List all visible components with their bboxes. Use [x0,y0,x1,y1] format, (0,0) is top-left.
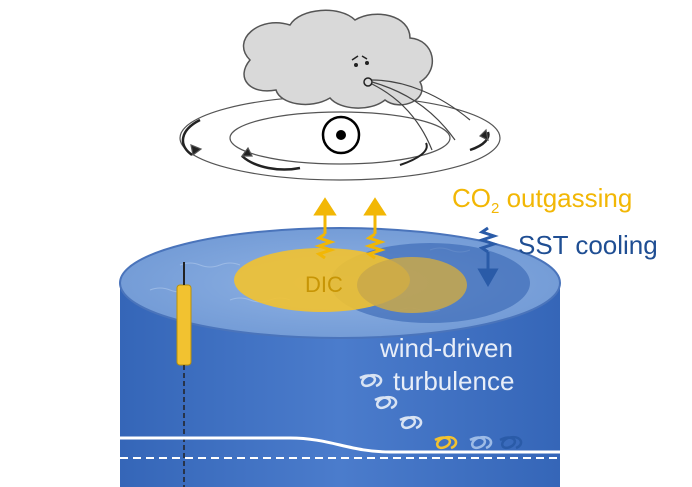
mixed-layer-line [120,436,560,454]
wind-driven-label: wind-driven [380,333,513,363]
downward-arrow-icon [477,226,499,288]
upward-arrow-icon [313,197,387,260]
turbulence-label: turbulence [393,366,515,396]
dic-label: DIC [305,272,343,297]
cloud-face-icon [242,9,471,151]
turbulence-swirl-icon [359,373,523,450]
dic-overlap-patch [357,257,467,313]
cyclone-center-icon [321,115,361,155]
sst-cooling-label: SST cooling [518,230,658,260]
co2-outgassing-label: CO2 outgassing [452,183,633,217]
mooring-sensor-icon [176,262,192,487]
